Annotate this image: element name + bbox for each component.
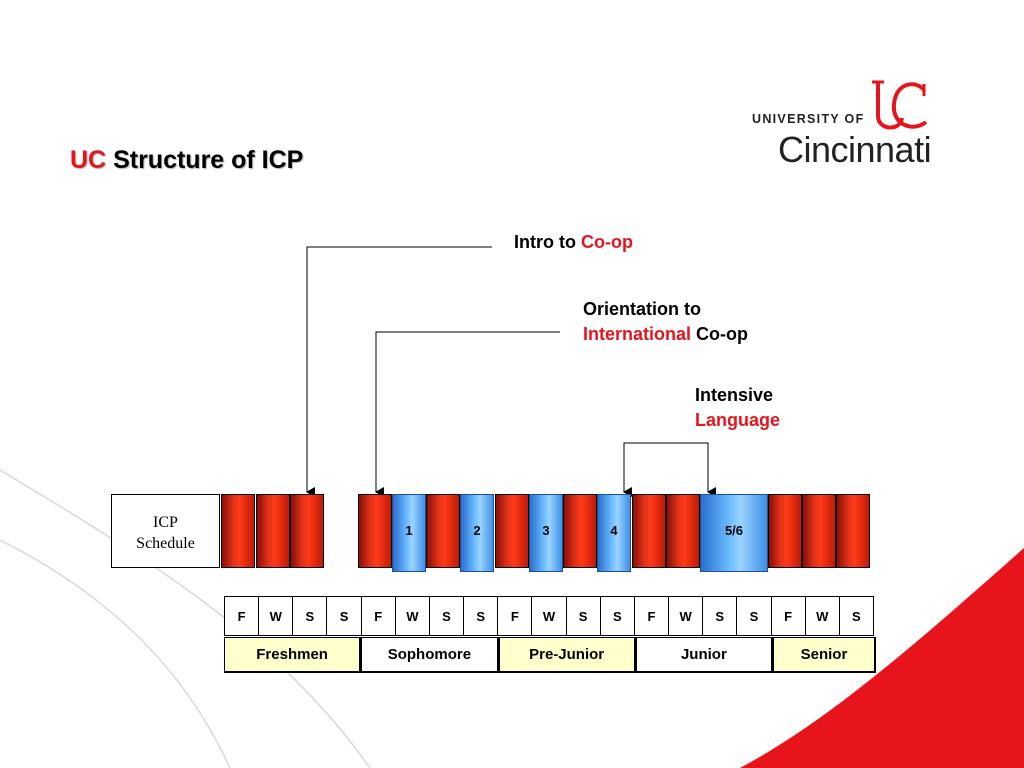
quarter-cell: S <box>567 597 601 635</box>
work-term-block <box>836 494 870 568</box>
study-term-block-2: 2 <box>460 494 494 572</box>
year-cell: Pre-Junior <box>498 637 636 673</box>
quarter-cell: S <box>327 597 362 635</box>
work-term-block <box>290 494 324 568</box>
work-term-block <box>666 494 700 568</box>
work-term-block <box>802 494 836 568</box>
quarter-cell: S <box>852 608 861 624</box>
work-term-block <box>563 494 597 568</box>
page-title: UC Structure of ICP <box>70 146 303 175</box>
study-term-block-1: 1 <box>392 494 426 572</box>
quarter-cell: F <box>362 597 396 635</box>
uc-monogram-logo <box>872 80 928 130</box>
work-term-block <box>426 494 460 568</box>
logo-university-of: UNIVERSITY OF <box>752 112 865 126</box>
work-term-block <box>256 494 290 568</box>
icp-schedule-label: ICP Schedule <box>111 494 220 568</box>
work-term-block <box>632 494 666 568</box>
quarter-cell: W <box>532 597 567 635</box>
quarter-cell: S <box>703 597 738 635</box>
quarter-cell: S <box>464 597 499 635</box>
quarter-cell: W <box>806 597 840 635</box>
year-cell: Senior <box>773 637 876 673</box>
work-term-block <box>221 494 255 568</box>
quarter-cell: S <box>430 597 465 635</box>
quarter-cell: W <box>669 597 704 635</box>
quarter-cell: S <box>293 597 328 635</box>
connector-intro <box>306 246 492 497</box>
year-cell: Junior <box>635 637 773 673</box>
connector-orientation <box>375 331 560 497</box>
study-term-block-4: 4 <box>597 494 631 572</box>
callout-intro-to-coop: Intro to Co-op <box>514 232 633 252</box>
quarter-cell: W <box>396 597 430 635</box>
work-term-block <box>358 494 392 568</box>
year-cell: Sophomore <box>361 637 499 673</box>
callout-intensive-language: Intensive Language <box>695 385 781 430</box>
callout-orientation-international: Orientation to International Co-op <box>583 299 749 344</box>
quarter-cell: F <box>225 597 260 635</box>
year-cell: Freshmen <box>224 637 362 673</box>
quarter-cell: S <box>601 597 635 635</box>
work-term-block <box>495 494 529 568</box>
quarter-cell: W <box>259 597 294 635</box>
quarter-cell: F <box>772 597 806 635</box>
work-term-block <box>768 494 802 568</box>
connector-language-left <box>623 442 716 497</box>
study-term-block-3: 3 <box>529 494 563 572</box>
title-prefix: UC <box>70 146 107 174</box>
quarter-cell: F <box>635 597 670 635</box>
logo-cincinnati: Cincinnati <box>778 129 932 170</box>
quarter-cell: F <box>498 597 533 635</box>
study-term-block-5: 5/6 <box>700 494 768 572</box>
title-text: Structure of ICP <box>113 146 304 174</box>
quarter-cell: S <box>737 597 772 635</box>
